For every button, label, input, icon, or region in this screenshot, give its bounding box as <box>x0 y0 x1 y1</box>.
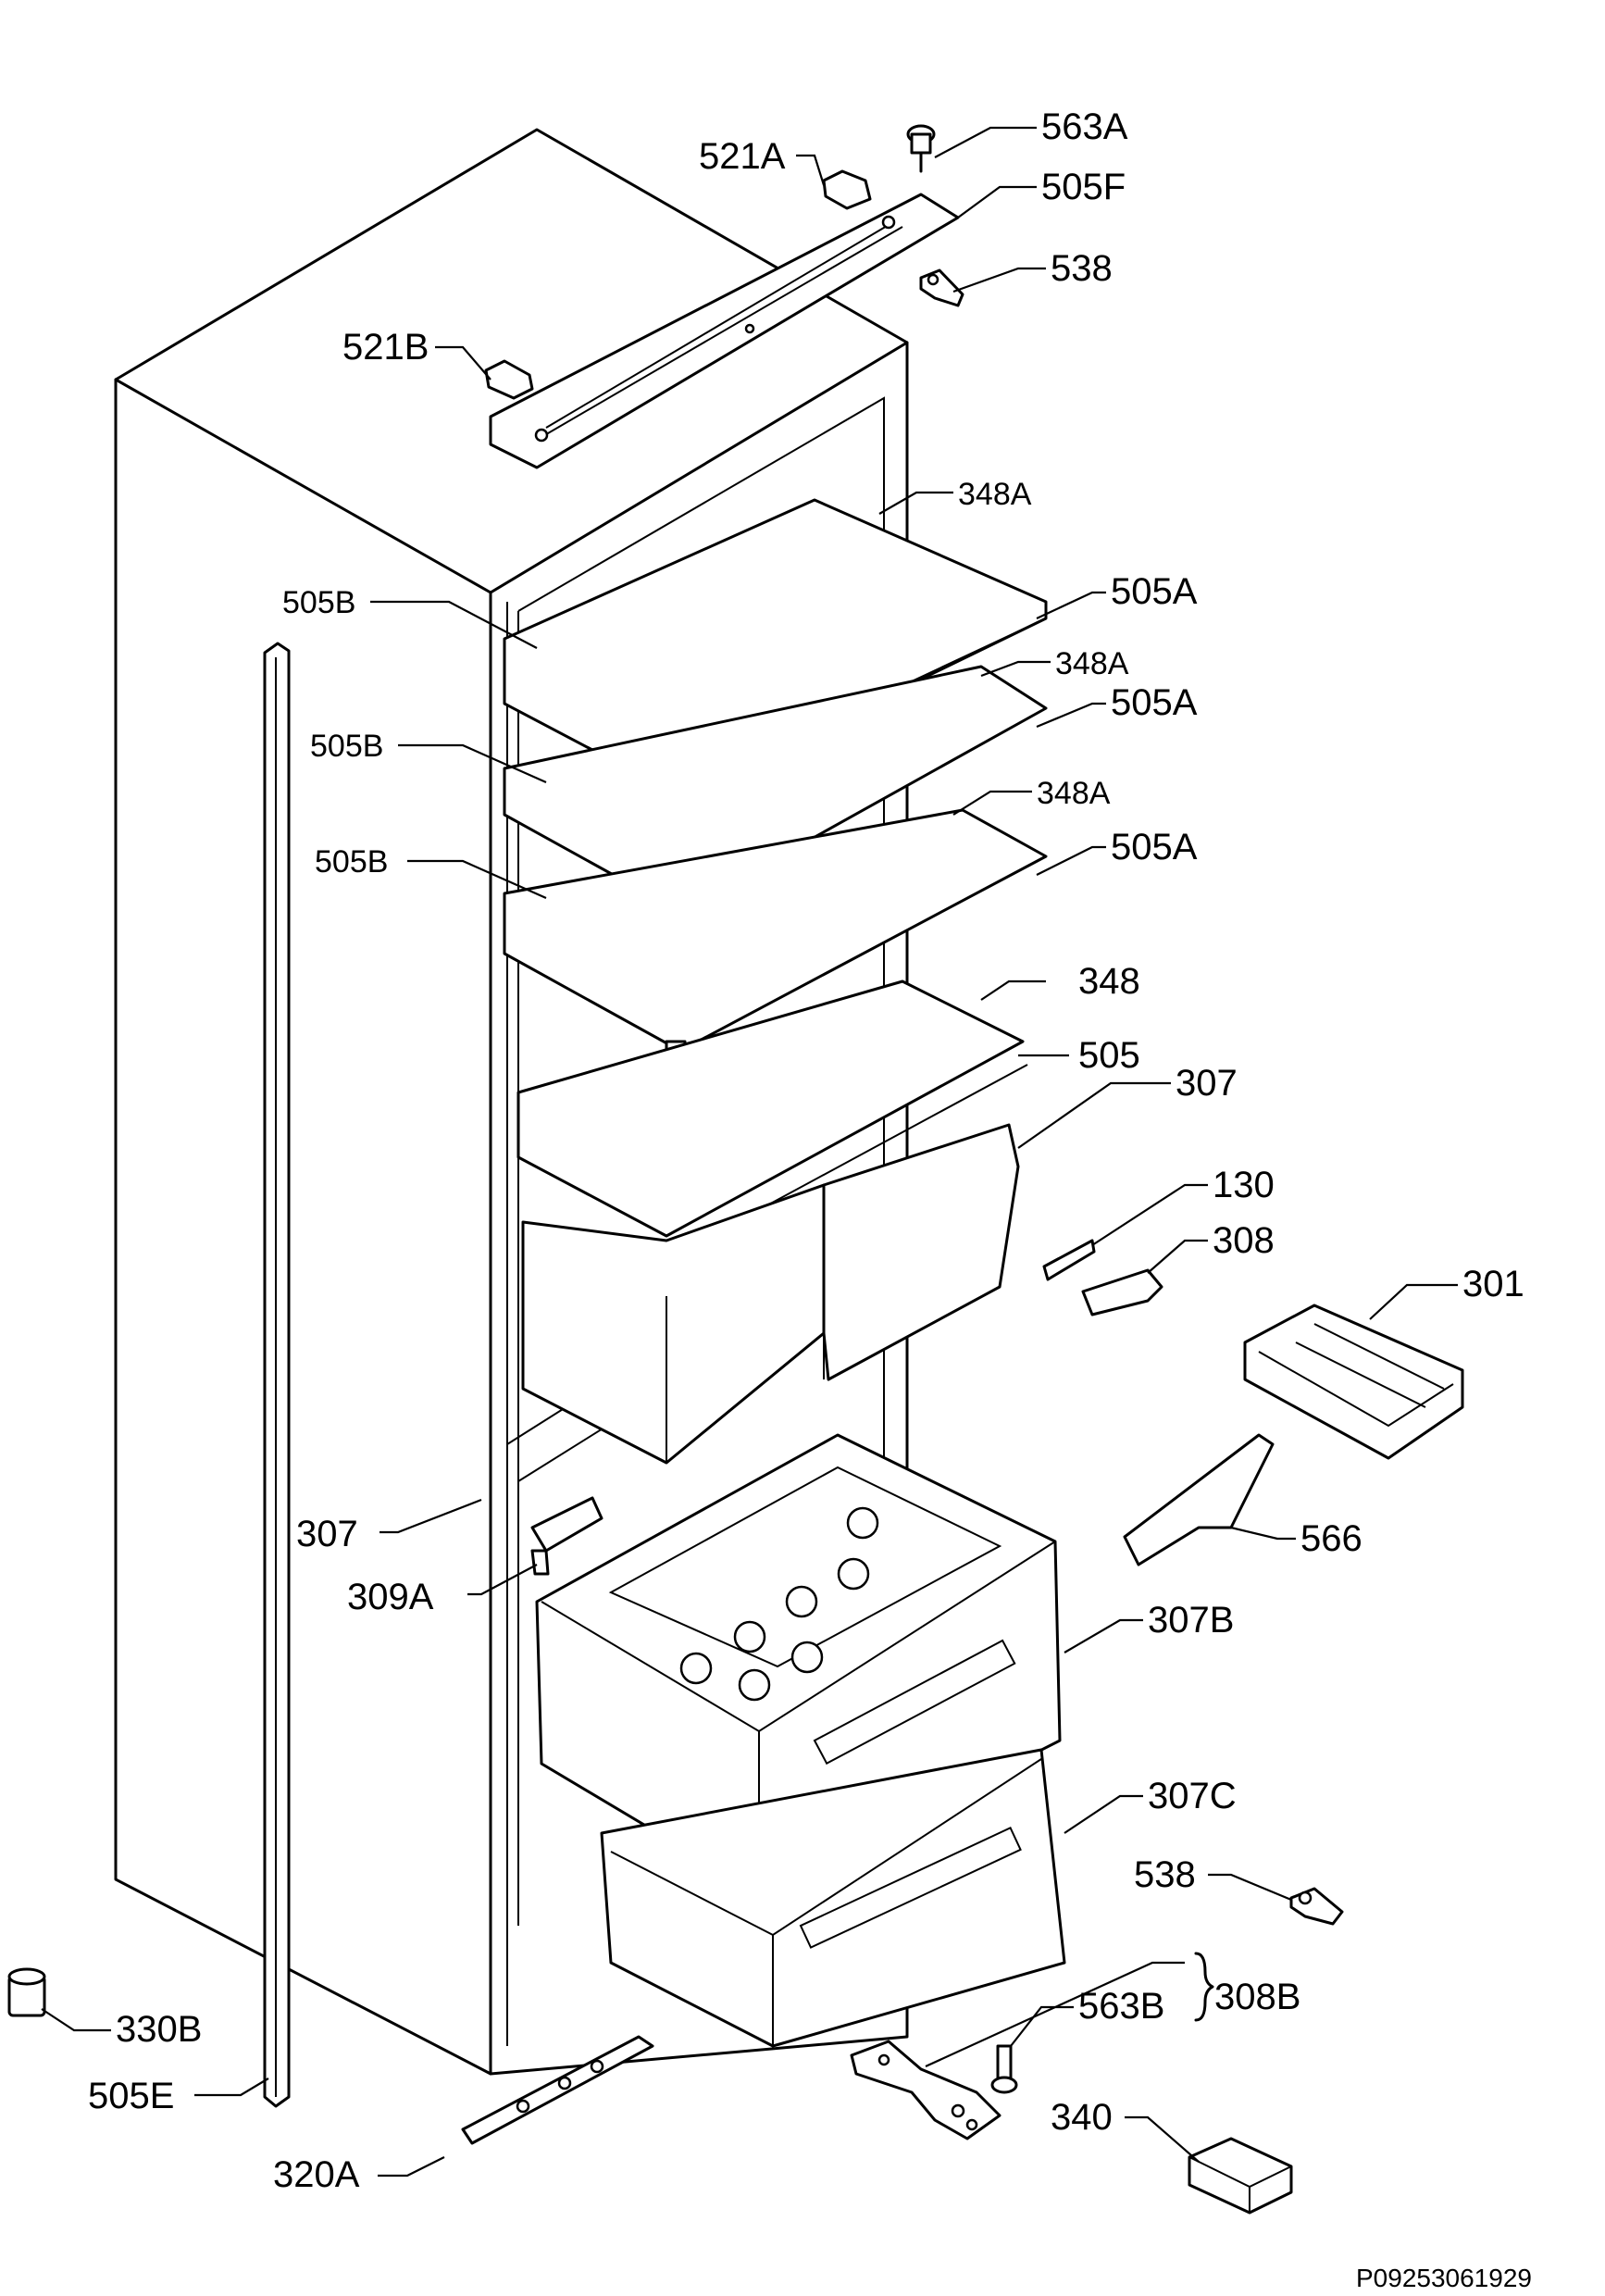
label-505B-2: 505B <box>310 729 383 764</box>
label-348A-1: 348A <box>958 477 1032 512</box>
label-505A-3: 505A <box>1111 827 1198 867</box>
label-563B: 563B <box>1078 1986 1164 2027</box>
label-340: 340 <box>1051 2097 1113 2138</box>
label-505F: 505F <box>1041 167 1126 207</box>
label-307-right: 307 <box>1176 1063 1238 1104</box>
part-308 <box>1081 1268 1163 1316</box>
label-348A-3: 348A <box>1037 776 1111 811</box>
label-505A-1: 505A <box>1111 571 1198 612</box>
part-labels: 563A 521A 505F 538 521B 348A 505B 505A 3… <box>88 106 1532 2292</box>
label-330B: 330B <box>116 2009 202 2050</box>
label-566: 566 <box>1300 1518 1362 1559</box>
label-320A: 320A <box>273 2154 360 2195</box>
label-309A: 309A <box>347 1577 434 1617</box>
door-seal-505E <box>263 642 291 2108</box>
label-348: 348 <box>1078 961 1140 1002</box>
label-505A-2: 505A <box>1111 682 1198 723</box>
label-505B-3: 505B <box>315 844 388 880</box>
cover-340 <box>1188 2137 1293 2215</box>
reference-code: P09253061929 <box>1356 2264 1532 2292</box>
label-308B: 308B <box>1214 1977 1300 2017</box>
label-307B: 307B <box>1148 1600 1234 1641</box>
part-563A-screw <box>906 124 936 173</box>
cabinet-body <box>114 128 909 2076</box>
part-538-bottom <box>1289 1887 1344 1926</box>
part-538-top <box>919 268 964 307</box>
part-309A <box>530 1496 603 1576</box>
label-505: 505 <box>1078 1035 1140 1076</box>
label-308: 308 <box>1213 1220 1275 1261</box>
top-hinge-rail-505F <box>489 193 960 469</box>
ice-tray-301 <box>1243 1304 1464 1460</box>
label-505B-1: 505B <box>282 585 355 620</box>
label-301: 301 <box>1462 1264 1524 1304</box>
plinth-320A <box>461 2035 654 2145</box>
label-307-left: 307 <box>296 1514 358 1554</box>
label-521A: 521A <box>699 136 786 177</box>
screw-563B <box>990 2044 1018 2094</box>
part-521B <box>484 359 534 400</box>
label-307C: 307C <box>1148 1776 1237 1816</box>
part-330B <box>7 1967 46 2017</box>
part-130 <box>1042 1239 1096 1281</box>
label-505E: 505E <box>88 2076 174 2116</box>
label-538-top: 538 <box>1051 248 1113 289</box>
label-538-bottom: 538 <box>1134 1854 1196 1895</box>
drawer-307 <box>521 1123 1020 1465</box>
label-563A: 563A <box>1041 106 1128 147</box>
freezer-basket-307C <box>600 1748 1066 2048</box>
label-130: 130 <box>1213 1165 1275 1205</box>
label-521B: 521B <box>342 327 429 368</box>
ice-scraper-566 <box>1123 1433 1275 1566</box>
label-348A-2: 348A <box>1055 646 1129 681</box>
part-521A <box>822 169 872 210</box>
bottom-hinge-308B <box>850 2040 1002 2140</box>
leader-lines <box>41 126 1458 2177</box>
